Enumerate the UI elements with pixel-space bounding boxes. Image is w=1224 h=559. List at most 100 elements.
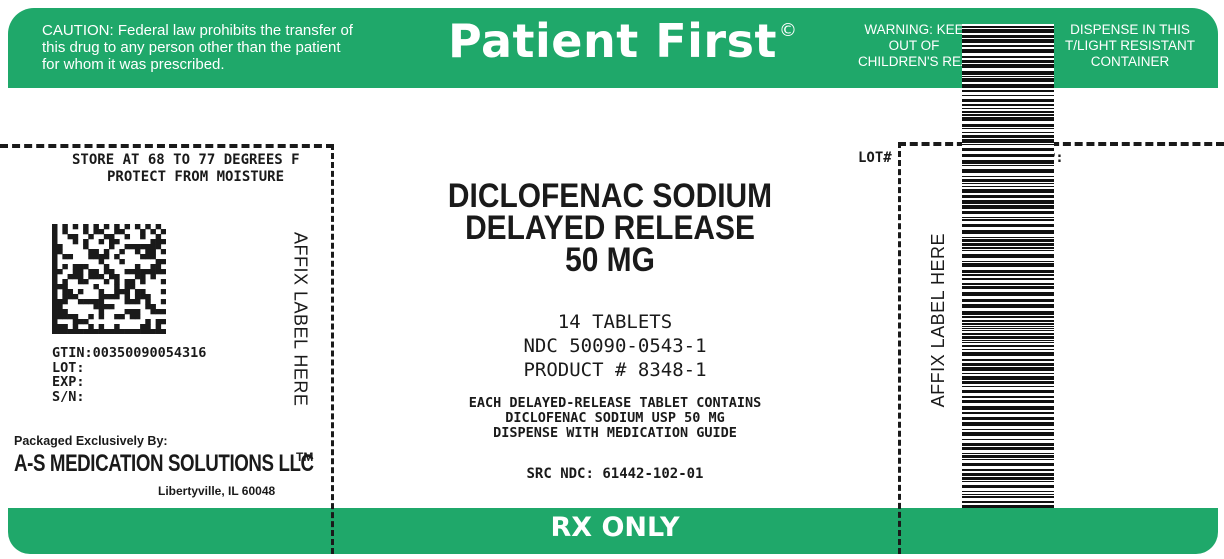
contents-line: DISPENSE WITH MEDICATION GUIDE xyxy=(493,425,737,441)
matrix-cell xyxy=(145,224,151,230)
barcode-bar xyxy=(962,494,1054,495)
matrix-cell xyxy=(103,234,110,240)
serial-field: S/N: xyxy=(52,388,85,405)
barcode-bar xyxy=(962,99,1054,102)
barcode-bar xyxy=(962,56,1054,58)
matrix-cell xyxy=(119,314,125,320)
matrix-cell xyxy=(109,244,115,250)
matrix-cell xyxy=(77,269,84,275)
matrix-cell xyxy=(150,254,156,260)
matrix-cell xyxy=(109,304,115,310)
matrix-cell xyxy=(140,269,146,275)
barcode-bar xyxy=(962,189,1054,193)
matrix-cell xyxy=(57,324,63,330)
barcode-bar xyxy=(962,49,1054,53)
barcode-bar xyxy=(962,243,1054,246)
trademark-mark: TM xyxy=(296,450,314,464)
matrix-cell xyxy=(150,249,156,255)
affix-label-text: AFFIX LABEL HERE xyxy=(927,232,948,408)
matrix-cell xyxy=(52,304,58,310)
matrix-cell xyxy=(129,269,136,275)
matrix-cell xyxy=(109,269,115,275)
barcode-bar xyxy=(962,132,1054,133)
barcode-bar xyxy=(962,160,1054,164)
storage-line: PROTECT FROM MOISTURE xyxy=(107,169,285,185)
drug-name-line: DICLOFENAC SODIUM xyxy=(447,177,773,215)
matrix-cell xyxy=(114,329,120,334)
matrix-cell xyxy=(98,314,105,320)
barcode-bar xyxy=(962,429,1054,430)
matrix-cell xyxy=(129,279,136,285)
barcode-bar xyxy=(962,376,1054,380)
matrix-cell xyxy=(72,294,79,300)
barcode-bar xyxy=(962,501,1054,503)
matrix-cell xyxy=(72,329,79,334)
matrix-cell xyxy=(83,229,89,235)
matrix-cell xyxy=(98,304,105,310)
contents-statement: EACH DELAYED-RELEASE TABLET CONTAINS DIC… xyxy=(400,396,830,441)
matrix-cell xyxy=(52,259,58,265)
matrix-cell xyxy=(124,269,131,275)
barcode-bar xyxy=(962,333,1054,335)
barcode-bar xyxy=(962,422,1054,426)
barcode-bar xyxy=(962,224,1054,227)
barcode-bar xyxy=(962,463,1054,466)
warning-line: WARNING: KEE xyxy=(864,22,964,37)
caution-notice: CAUTION: Federal law prohibits the trans… xyxy=(42,22,422,73)
matrix-cell xyxy=(145,254,151,260)
product-number: PRODUCT # 8348-1 xyxy=(523,359,707,381)
matrix-cell xyxy=(93,284,99,290)
dashed-cut-line xyxy=(0,144,334,148)
tablet-count: 14 TABLETS xyxy=(557,311,673,333)
matrix-cell xyxy=(62,299,68,305)
matrix-cell xyxy=(52,239,58,245)
barcode-bar xyxy=(962,299,1054,302)
affix-label-area-left: AFFIX LABEL HERE xyxy=(284,204,316,434)
matrix-cell xyxy=(98,274,105,280)
matrix-cell xyxy=(62,289,68,295)
matrix-cell xyxy=(160,309,166,315)
matrix-cell xyxy=(52,299,58,305)
copyright-mark: © xyxy=(778,20,798,41)
matrix-cell xyxy=(140,289,146,295)
matrix-cell xyxy=(52,314,58,320)
barcode-bar xyxy=(962,278,1054,280)
barcode-bar xyxy=(962,473,1054,476)
barcode-bar xyxy=(962,230,1054,234)
barcode-bar xyxy=(962,64,1054,68)
matrix-cell xyxy=(124,244,131,250)
barcode-bar xyxy=(962,330,1054,331)
matrix-cell xyxy=(150,244,156,250)
barcode-bar xyxy=(962,485,1054,488)
matrix-cell xyxy=(57,304,63,310)
matrix-cell xyxy=(67,314,74,320)
barcode-bar xyxy=(962,270,1054,273)
matrix-cell xyxy=(150,239,156,245)
matrix-cell xyxy=(62,329,68,334)
matrix-cell xyxy=(155,224,162,230)
matrix-cell xyxy=(129,329,136,334)
matrix-cell xyxy=(124,294,131,300)
barcode-bar xyxy=(962,104,1054,106)
matrix-cell xyxy=(52,329,58,334)
matrix-cell xyxy=(57,314,63,320)
barcode-bar xyxy=(962,311,1054,315)
dispense-line: T/LIGHT RESISTANT xyxy=(1064,38,1196,53)
dispense-line: DISPENSE IN THIS xyxy=(1070,22,1190,37)
matrix-cell xyxy=(52,324,58,330)
matrix-cell xyxy=(103,249,110,255)
matrix-cell xyxy=(155,269,162,275)
barcode-bar xyxy=(962,417,1054,420)
matrix-cell xyxy=(155,234,162,240)
matrix-cell xyxy=(145,319,151,325)
matrix-cell xyxy=(52,274,58,280)
barcode-bar xyxy=(962,169,1054,173)
matrix-cell xyxy=(140,324,146,330)
matrix-cell xyxy=(72,234,79,240)
matrix-cell xyxy=(88,314,94,320)
matrix-cell xyxy=(155,319,162,325)
barcode-bar xyxy=(962,254,1054,258)
matrix-cell xyxy=(72,274,79,280)
matrix-cell xyxy=(62,309,68,315)
matrix-cell xyxy=(77,289,84,295)
